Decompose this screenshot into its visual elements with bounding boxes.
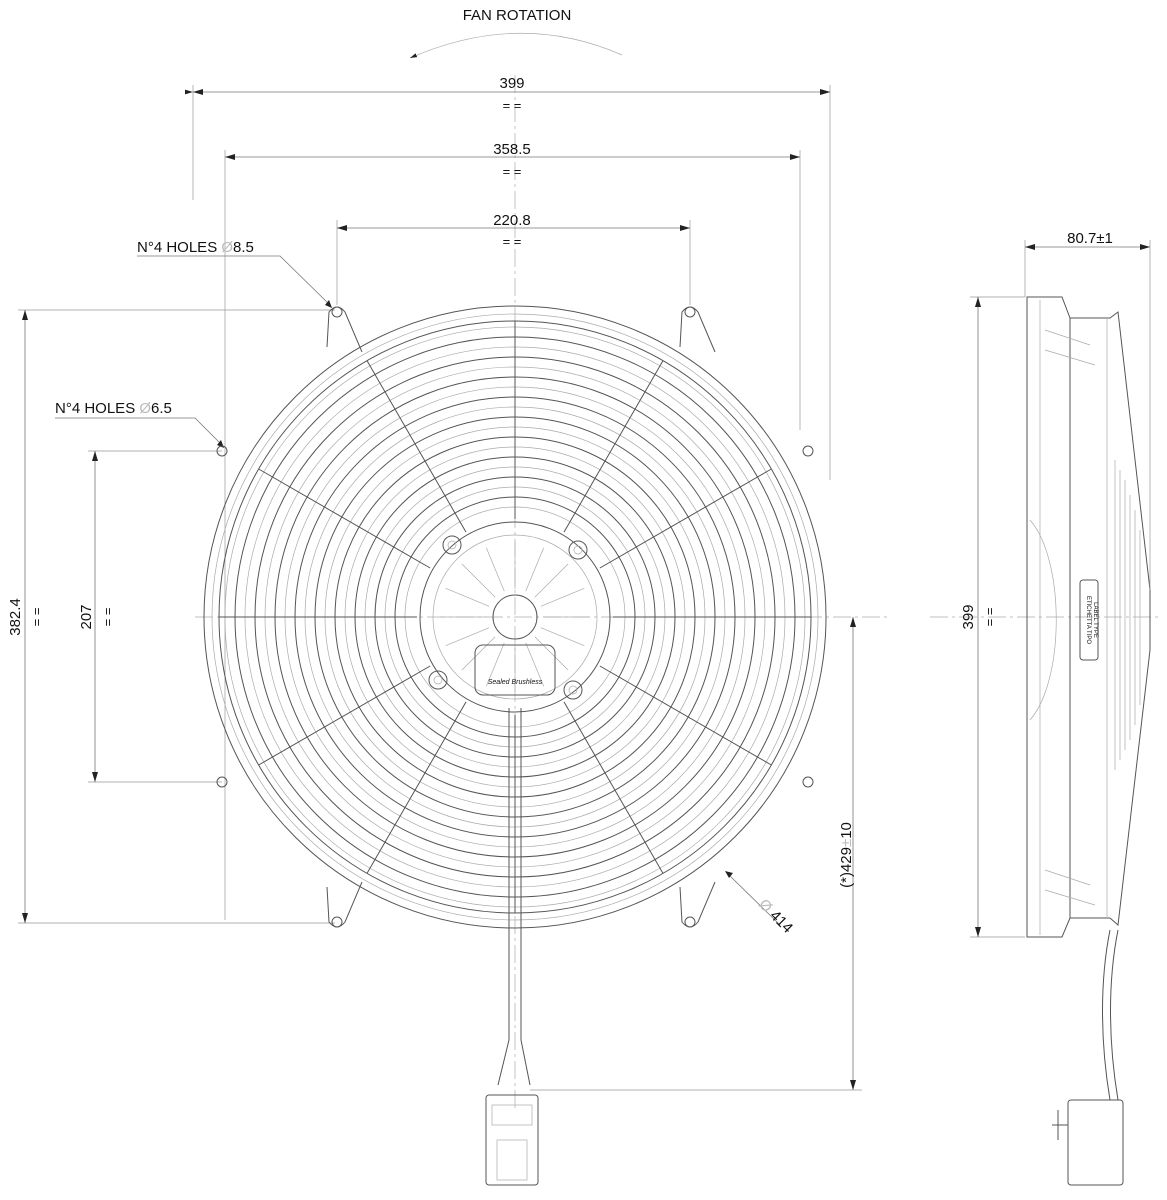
svg-text:= =: = = (29, 608, 44, 627)
fan-housing (203, 305, 827, 929)
svg-text:80.7±1: 80.7±1 (1067, 230, 1113, 247)
guard-spoke (599, 665, 772, 766)
svg-text:= =: = = (100, 608, 115, 627)
fan-side-view: ETICHETTA TIPO LABEL TYPE (1026, 296, 1151, 1186)
guard-spoke (563, 360, 664, 533)
svg-text:= =: = = (982, 608, 997, 627)
fan-rotation-indicator: FAN ROTATION (409, 7, 623, 59)
hub-fin (461, 563, 496, 598)
mounting-hole-icon (216, 445, 228, 457)
mounting-hole-icon (331, 306, 343, 318)
hub-fin (540, 587, 585, 607)
equal-mark: = = (503, 164, 522, 179)
dim-height-outer-holes: 382.4 = = (7, 309, 335, 924)
hub-screw-icon (428, 670, 448, 690)
dim-cable-length: (*)429±10 (530, 617, 862, 1091)
svg-text:399: 399 (960, 604, 977, 629)
dim-hole-spacing-inner: 220.8 = = (193, 89, 830, 305)
mounting-hole-icon (331, 916, 343, 928)
svg-text:N°4 HOLES Ø8.5: N°4 HOLES Ø8.5 (137, 239, 254, 256)
guard-spoke (258, 468, 431, 569)
hub-screw-icon (568, 540, 588, 560)
equal-mark: = = (503, 98, 522, 113)
svg-text:Ø 414: Ø 414 (755, 896, 796, 937)
hub-fin (485, 642, 505, 687)
motor-hub (419, 521, 611, 713)
hub-label-plate (474, 644, 556, 696)
equal-mark: = = (503, 234, 522, 249)
dim-side-height: 399 = = (960, 296, 1025, 938)
hub-fin (534, 563, 569, 598)
fan-front-view: Sealed Brushless (203, 305, 827, 929)
hub-screw-icon (442, 535, 462, 555)
hub-fin (445, 627, 490, 647)
fan-rotation-label: FAN ROTATION (463, 7, 572, 24)
mounting-hole-icon (684, 916, 696, 928)
dim-overall-width: 399 = = (185, 75, 831, 480)
dim-hole-spacing-outer: 358.5 = = (224, 141, 801, 920)
mounting-hole-icon (684, 306, 696, 318)
svg-text:207: 207 (78, 604, 95, 629)
guard-spoke (258, 665, 431, 766)
dim-text-399: 399 (499, 75, 524, 92)
guard-spoke (366, 701, 467, 874)
callout-holes-6-5: N°4 HOLES Ø6.5 (55, 400, 224, 448)
mounting-hole-icon (802, 776, 814, 788)
hub-screw-icon (563, 680, 583, 700)
hub-fin (525, 642, 545, 687)
side-connector-icon (1067, 1099, 1124, 1186)
hub-fin (534, 636, 569, 671)
mounting-hole-icon (216, 776, 228, 788)
mounting-hole-icon (802, 445, 814, 457)
connector-icon (485, 1094, 539, 1186)
hub-brand-text: Sealed Brushless (488, 679, 543, 686)
guard-spoke (366, 360, 467, 533)
cable-and-connector (485, 708, 539, 1186)
callout-holes-8-5: N°4 HOLES Ø8.5 (137, 239, 332, 308)
dim-height-inner-holes: 207 = = (78, 450, 222, 783)
rotation-arrow-icon (409, 32, 623, 59)
svg-text:LABEL TYPE: LABEL TYPE (1092, 602, 1098, 638)
svg-text:(*)429±10: (*)429±10 (838, 822, 855, 888)
svg-text:ETICHETTA TIPO: ETICHETTA TIPO (1085, 596, 1091, 644)
hub-fin (525, 547, 545, 592)
label-placeholder (1079, 579, 1099, 661)
svg-text:382.4: 382.4 (7, 598, 24, 636)
hub-fin (485, 547, 505, 592)
dim-text-358-5: 358.5 (493, 141, 531, 158)
hub-fin (445, 587, 490, 607)
svg-text:N°4 HOLES Ø6.5: N°4 HOLES Ø6.5 (55, 400, 172, 417)
hub-fin (461, 636, 496, 671)
dim-depth: 80.7±1 (1024, 230, 1151, 590)
guard-spoke (563, 701, 664, 874)
callout-diameter-414: Ø 414 (725, 871, 796, 937)
dim-text-220-8: 220.8 (493, 212, 531, 229)
guard-spoke (599, 468, 772, 569)
hub-fin (540, 627, 585, 647)
